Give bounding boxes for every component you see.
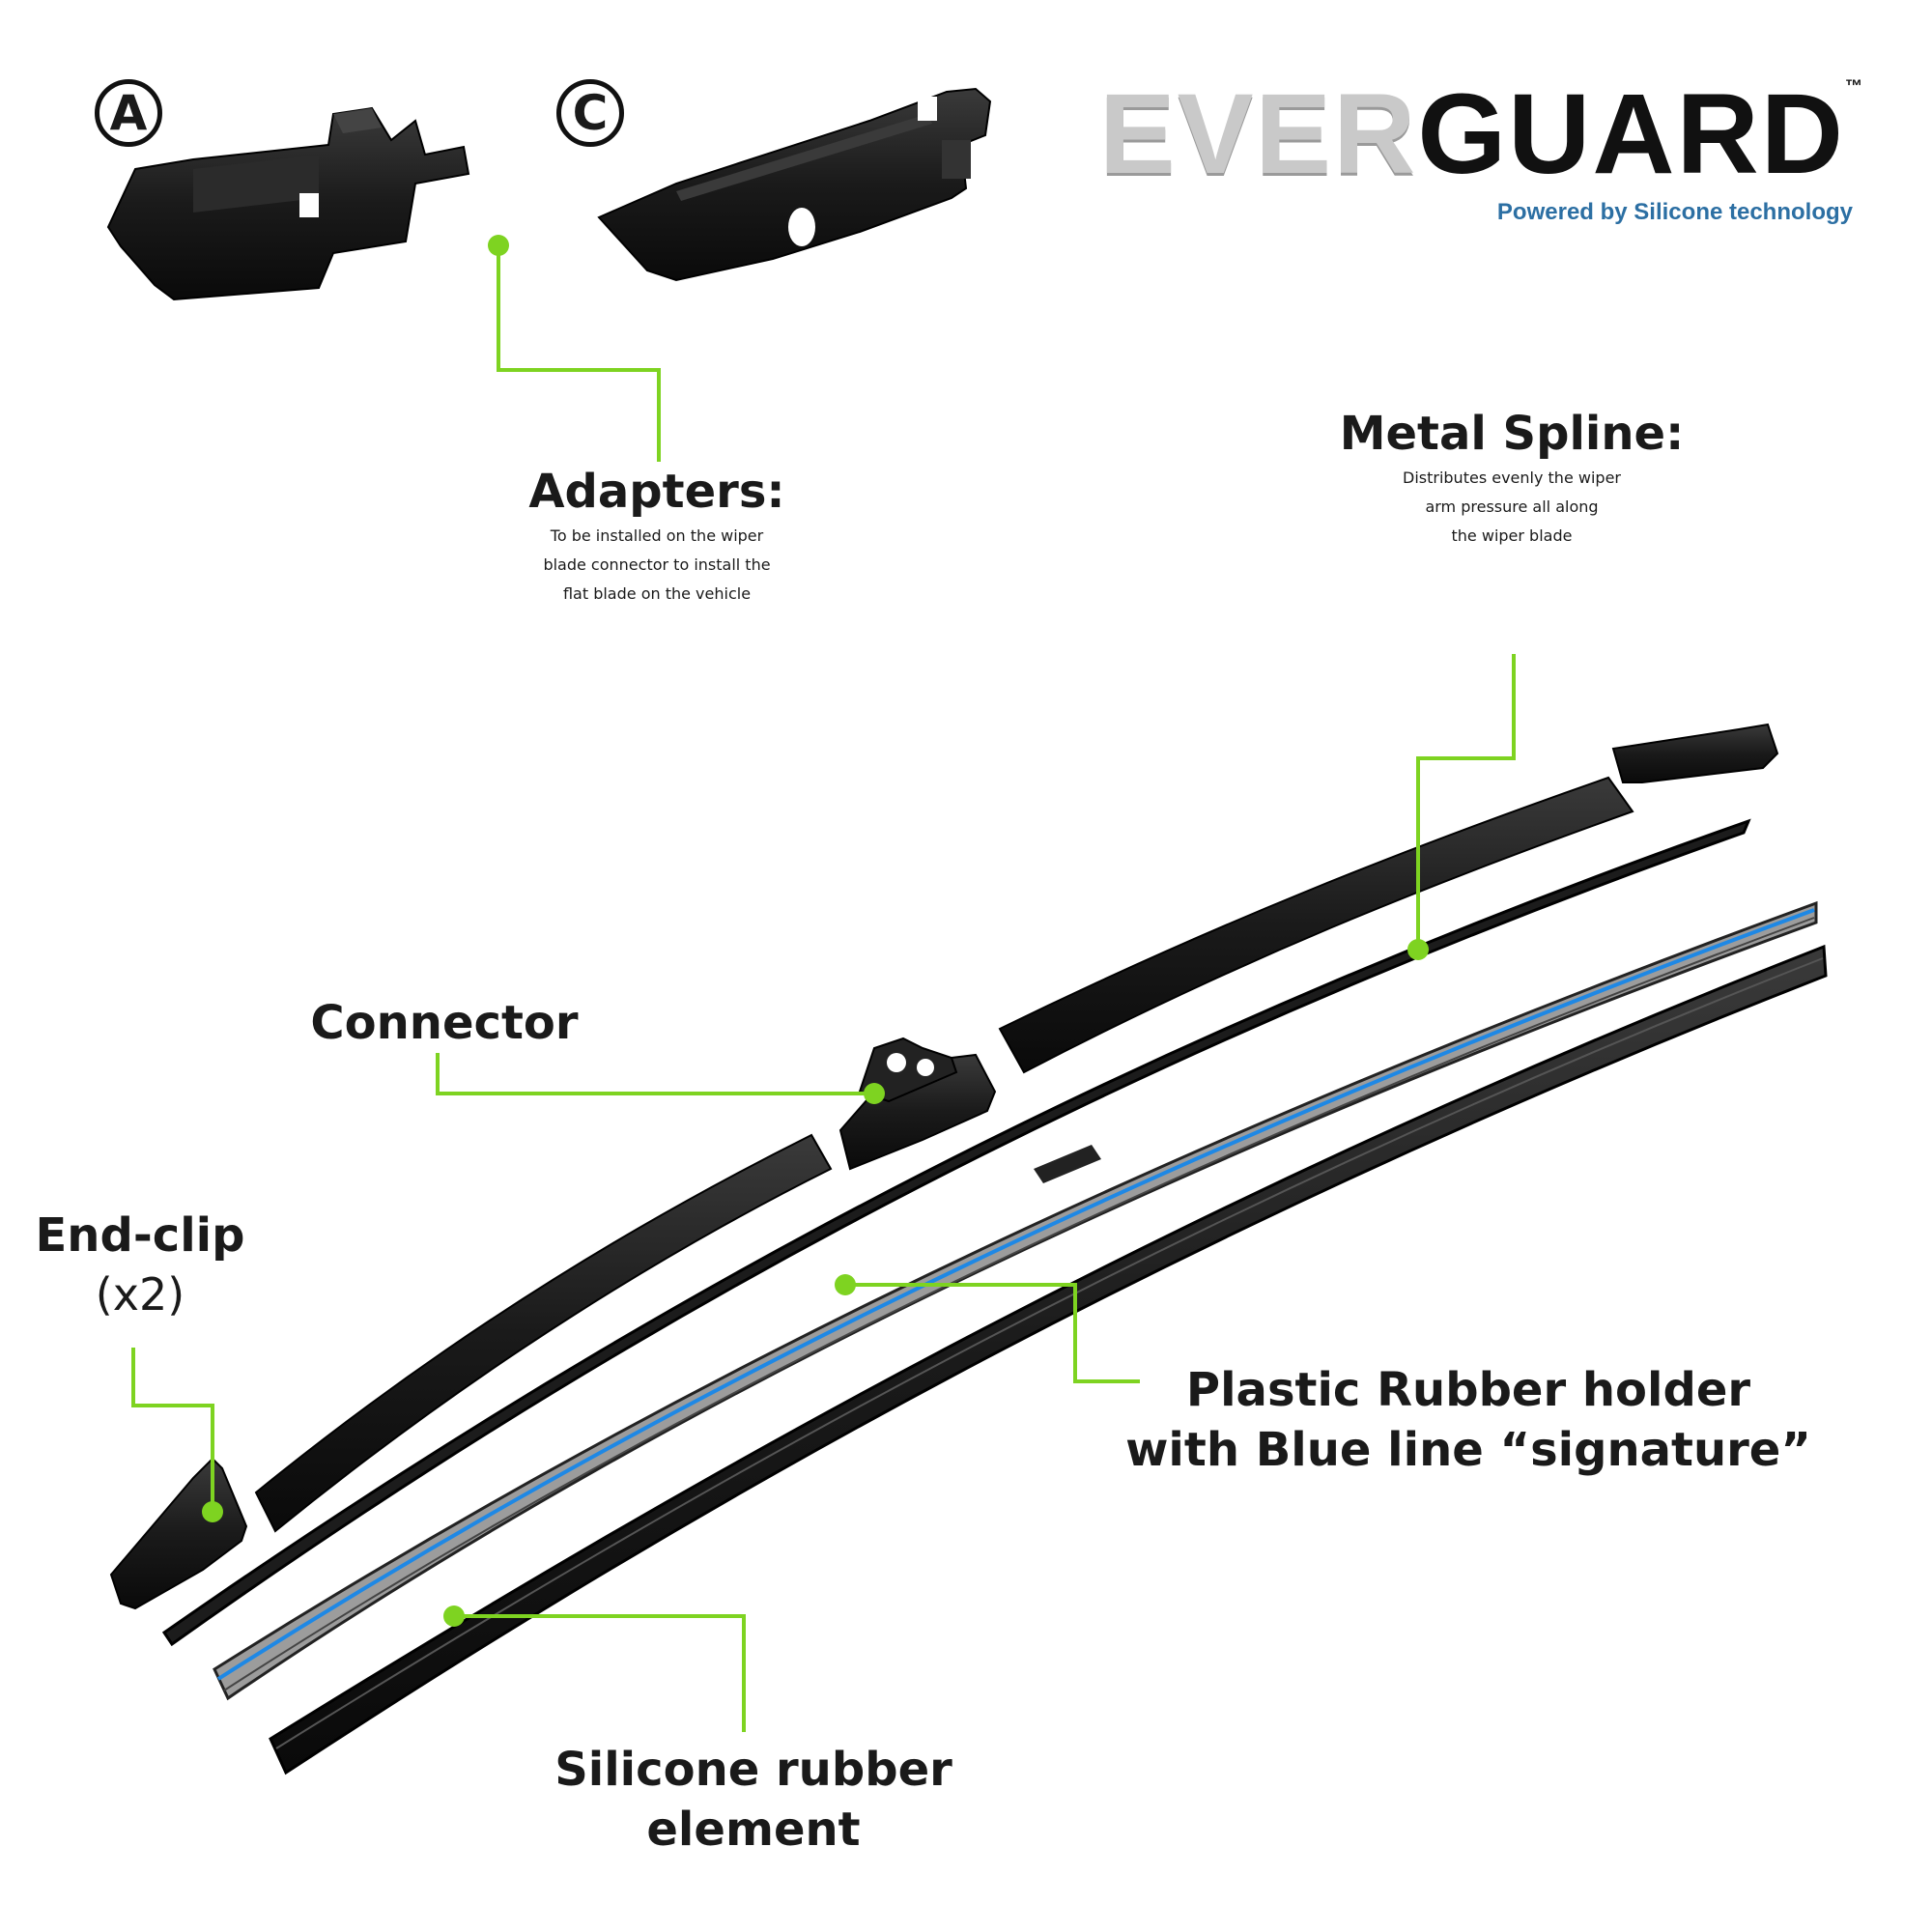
logo-trademark: ™ [1845, 76, 1864, 96]
connector-label: Connector [280, 1000, 609, 1046]
plastic-holder-title-line-1: Plastic Rubber holder [1185, 1363, 1751, 1417]
silicone-title-line-1: Silicone rubber [554, 1743, 952, 1797]
plastic-holder-callout-line [845, 1283, 1140, 1383]
silicone-title-line-2: element [646, 1803, 861, 1857]
adapters-title: Adapters: [528, 465, 785, 519]
adapters-desc-line-2: blade connector to install the [543, 555, 771, 574]
metal-spline-desc-line-1: Distributes evenly the wiper [1403, 469, 1621, 487]
plastic-holder-title-line-2: with Blue line “signature” [1125, 1423, 1811, 1477]
adapters-desc-line-1: To be installed on the wiper [550, 526, 764, 545]
end-clip-qty: (x2) [95, 1268, 185, 1321]
top-cover-image [254, 776, 1634, 1533]
metal-spline-callout-dot [1407, 939, 1429, 960]
plastic-holder-label: Plastic Rubber holder with Blue line “si… [1101, 1367, 1835, 1473]
end-clip-title: End-clip [35, 1208, 245, 1263]
metal-spline-desc-line-3: the wiper blade [1451, 526, 1573, 545]
silicone-rubber-image [269, 944, 1828, 1776]
adapter-a-badge: A [95, 79, 162, 147]
silicone-label: Silicone rubber element [502, 1747, 1005, 1853]
end-clip-callout-dot [202, 1501, 223, 1522]
adapters-callout-line [497, 245, 661, 462]
end-clip-left-image [109, 1457, 248, 1610]
connector-callout-line [436, 1053, 874, 1095]
plastic-holder-image [213, 900, 1818, 1701]
adapters-desc-line-3: flat blade on the vehicle [562, 584, 752, 603]
end-clip-callout-line [131, 1348, 214, 1512]
metal-spline-image [161, 818, 1751, 1647]
silicone-callout-line [454, 1614, 746, 1732]
logo-tagline: Powered by Silicone technology [1496, 199, 1853, 225]
logo-ever: EVER [1099, 71, 1418, 198]
adapter-a-image [106, 106, 470, 301]
plastic-holder-callout-dot [835, 1274, 856, 1295]
silicone-callout-dot [443, 1605, 465, 1627]
connector-title: Connector [310, 996, 579, 1050]
metal-spline-desc-line-2: arm pressure all along [1425, 497, 1599, 516]
adapters-callout-dot [488, 235, 509, 256]
metal-spline-label: Metal Spline: Distributes evenly the wip… [1111, 411, 1913, 544]
everguard-logo: EVERGUARD™ Powered by Silicone technolog… [1099, 77, 1864, 226]
connector-image [838, 1037, 997, 1171]
end-clip-label: End-clip (x2) [19, 1212, 261, 1317]
connector-callout-dot [864, 1083, 885, 1104]
metal-spline-callout-line [1416, 654, 1516, 950]
adapters-label: Adapters: To be installed on the wiper b… [242, 469, 1072, 602]
adapter-c-badge: C [556, 79, 624, 147]
logo-guard: GUARD [1417, 71, 1845, 198]
end-clip-right-image [1611, 723, 1779, 783]
adapter-c-image [597, 87, 992, 282]
metal-spline-title: Metal Spline: [1339, 407, 1685, 461]
